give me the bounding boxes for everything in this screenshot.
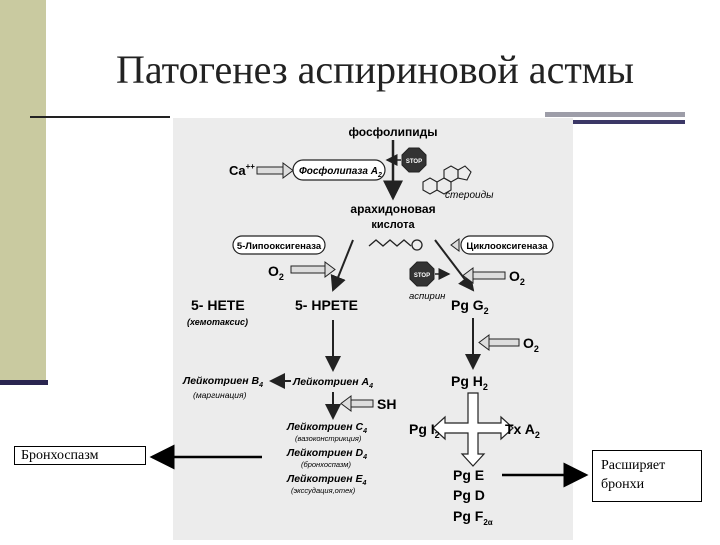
label-pg-h2: Pg H2: [451, 373, 488, 392]
stop-sign-aspirin-label: STOP: [414, 273, 430, 279]
steroid-structure-icon: [422, 165, 472, 195]
label-pg-d: Pg D: [453, 487, 485, 503]
label-vasoconstriction: (вазоконстрикция): [295, 434, 362, 443]
stop-sign-steroids: [401, 147, 427, 173]
title-underline-right-dark: [545, 120, 685, 124]
hollow-arrow-o2-right: [472, 271, 506, 280]
label-pg-g2: Pg G2: [451, 297, 489, 316]
label-pg-f2a: Pg F2α: [453, 508, 493, 527]
arachidonic-molecule-icon: [368, 239, 412, 247]
label-leukotriene-c4: Лейкотриен C4: [286, 421, 367, 435]
arrow-to-pgg2: [434, 239, 475, 292]
hollow-arrow-o2-left-head: [324, 261, 336, 278]
label-tx-a2: Tx A2: [505, 421, 540, 440]
hollow-split-arrows: [432, 392, 514, 467]
label-leukotriene-d4: Лейкотриен D4: [286, 447, 367, 461]
box-phospholipase-a2: [292, 159, 386, 181]
stop-sign-steroids-label: STOP: [406, 159, 422, 165]
label-exudation: (экссудация,отек): [291, 486, 356, 495]
label-cyclooxygenase: Циклооксигеназа: [466, 241, 548, 252]
label-pg-i2: Pg I2: [409, 421, 440, 440]
hollow-arrow-o2-mid-head: [478, 334, 490, 351]
note-bronchospasm: Бронхоспазм: [14, 446, 146, 465]
label-ca: Ca++: [229, 162, 255, 178]
label-margination: (маргинация): [193, 390, 247, 400]
label-leukotriene-b4: Лейкотриен B4: [182, 375, 263, 389]
note-bronchodilation: Расширяет бронхи: [592, 450, 702, 502]
label-arachidonic-2: кислота: [371, 219, 415, 231]
hollow-arrow-sh-head: [340, 395, 352, 412]
arrow-to-hpete: [330, 239, 354, 292]
label-steroids: стероиды: [445, 190, 494, 201]
hollow-arrow-ca-head: [282, 162, 294, 179]
label-aspirin: аспирин: [409, 291, 446, 302]
label-arachidonic-1: арахидоновая: [350, 202, 435, 216]
hollow-arrow-o2-mid: [488, 338, 520, 347]
label-leukotriene-a4: Лейкотриен A4: [292, 376, 373, 390]
label-5-hete: 5- HETE: [191, 297, 245, 313]
note-bronchodilation-line1: Расширяет: [601, 458, 666, 473]
label-o2-mid: O2: [523, 335, 539, 354]
label-chemotaxis: (хемотаксис): [187, 317, 248, 327]
note-bronchodilation-line2: бронхи: [601, 477, 645, 492]
hollow-arrow-cyclooxygenase: [450, 238, 460, 252]
arachidonic-molecule-ring: [411, 239, 423, 251]
hollow-arrow-ca: [256, 166, 284, 175]
label-o2-left: O2: [268, 263, 284, 282]
label-o2-right: O2: [509, 268, 525, 287]
title-underline-left: [30, 116, 170, 118]
label-5-hpete: 5- HPETE: [295, 297, 358, 313]
title-underline-right-gray: [545, 112, 685, 117]
label-phospholipase-a2: Фосфолипаза A2: [299, 165, 382, 179]
label-phospholipids: фосфолипиды: [348, 125, 437, 139]
sidebar-edge-decoration: [0, 380, 48, 385]
label-leukotriene-e4: Лейкотриен E4: [286, 473, 366, 487]
label-5-lipoxygenase: 5-Липооксигеназа: [237, 241, 322, 252]
hollow-arrow-o2-right-head: [462, 267, 474, 284]
label-sh: SH: [377, 396, 396, 412]
hollow-arrow-o2-left: [290, 265, 326, 274]
box-cyclooxygenase: [460, 235, 554, 255]
sidebar-decoration: [0, 0, 46, 384]
box-5-lipoxygenase: [232, 235, 326, 255]
pathogenesis-diagram: фосфолипиды Ca++ Фосфолипаза A2 STOP сте…: [173, 118, 573, 540]
label-bronchospasm-note: (бронхоспазм): [301, 460, 351, 469]
slide-title: Патогенез аспириновой астмы: [116, 47, 634, 92]
label-pg-e: Pg E: [453, 467, 484, 483]
hollow-arrow-sh: [350, 399, 374, 408]
stop-sign-aspirin: [409, 261, 435, 287]
